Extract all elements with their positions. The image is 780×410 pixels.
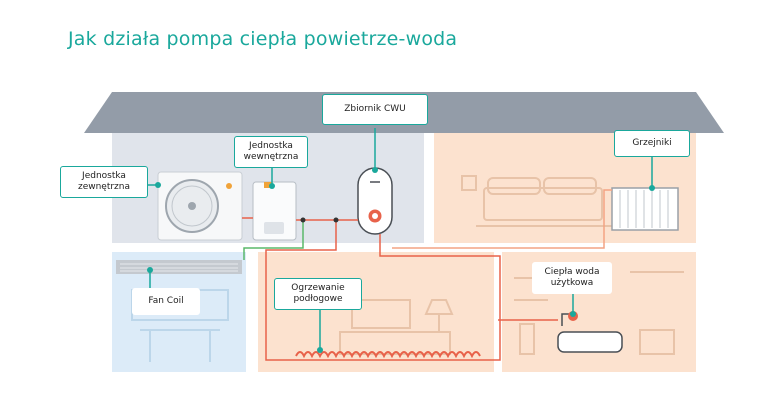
leader-lines	[148, 128, 653, 350]
outdoor-unit-illustration	[157, 171, 243, 241]
bed-illustration	[461, 175, 614, 227]
pipes	[242, 189, 612, 361]
label-dhw-tank: Zbiornik CWU	[322, 94, 428, 125]
pipe-radiator	[392, 189, 612, 249]
page-title: Jak działa pompa ciepła powietrze-woda	[68, 28, 458, 50]
label-domestic-hot-water: Ciepła woda użytkowa	[532, 262, 612, 294]
label-fan-coil: Fan Coil	[132, 288, 200, 315]
label-indoor-unit: Jednostka wewnętrzna	[234, 136, 308, 168]
indoor-unit-illustration	[252, 181, 297, 241]
living-illustration	[339, 299, 454, 355]
label-underfloor-heating: Ogrzewanie podłogowe	[274, 278, 362, 310]
label-outdoor-unit: Jednostka zewnętrzna	[60, 166, 148, 198]
bathroom-illustration	[514, 271, 684, 355]
pipe-floor	[265, 222, 501, 361]
label-radiators: Grzejniki	[614, 130, 690, 157]
pipe-fan-coil	[243, 220, 304, 260]
underfloor-coil	[295, 351, 481, 359]
dhw-tank-illustration	[357, 167, 393, 235]
room-living	[258, 252, 494, 372]
fan-coil-unit	[116, 260, 242, 274]
radiator-illustration	[611, 187, 679, 231]
